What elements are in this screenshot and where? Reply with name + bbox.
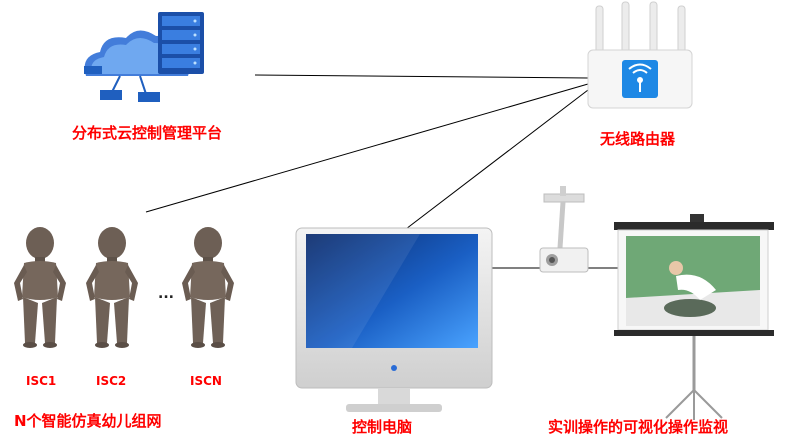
wifi-router-icon [587, 1, 693, 109]
infant-label-1: ISC1 [26, 374, 57, 388]
link-cloud-router [254, 74, 589, 79]
infant-manikin-icon-n [182, 227, 234, 348]
cloud-platform-label: 分布式云控制管理平台 [72, 124, 223, 142]
link-pc-router [401, 89, 589, 233]
control-pc-label: 控制电脑 [352, 418, 413, 436]
infant-manikin-icon-2 [86, 227, 138, 348]
network-label: N个智能仿真幼儿组网 [14, 412, 162, 430]
monitor-icon [295, 227, 493, 412]
router-label: 无线路由器 [600, 130, 676, 148]
projector-icon [539, 186, 589, 273]
projection-screen-icon [614, 214, 774, 420]
infant-label-2: ISC2 [96, 374, 127, 388]
infant-manikin-icon-1 [14, 227, 66, 348]
infant-label-n: ISCN [190, 374, 222, 388]
infant-ellipsis: ... [158, 286, 174, 302]
link-network-router [145, 83, 589, 213]
cloud-server-icon [84, 12, 204, 102]
connection-links [145, 74, 624, 269]
display-label: 实训操作的可视化操作监视 [548, 418, 729, 436]
